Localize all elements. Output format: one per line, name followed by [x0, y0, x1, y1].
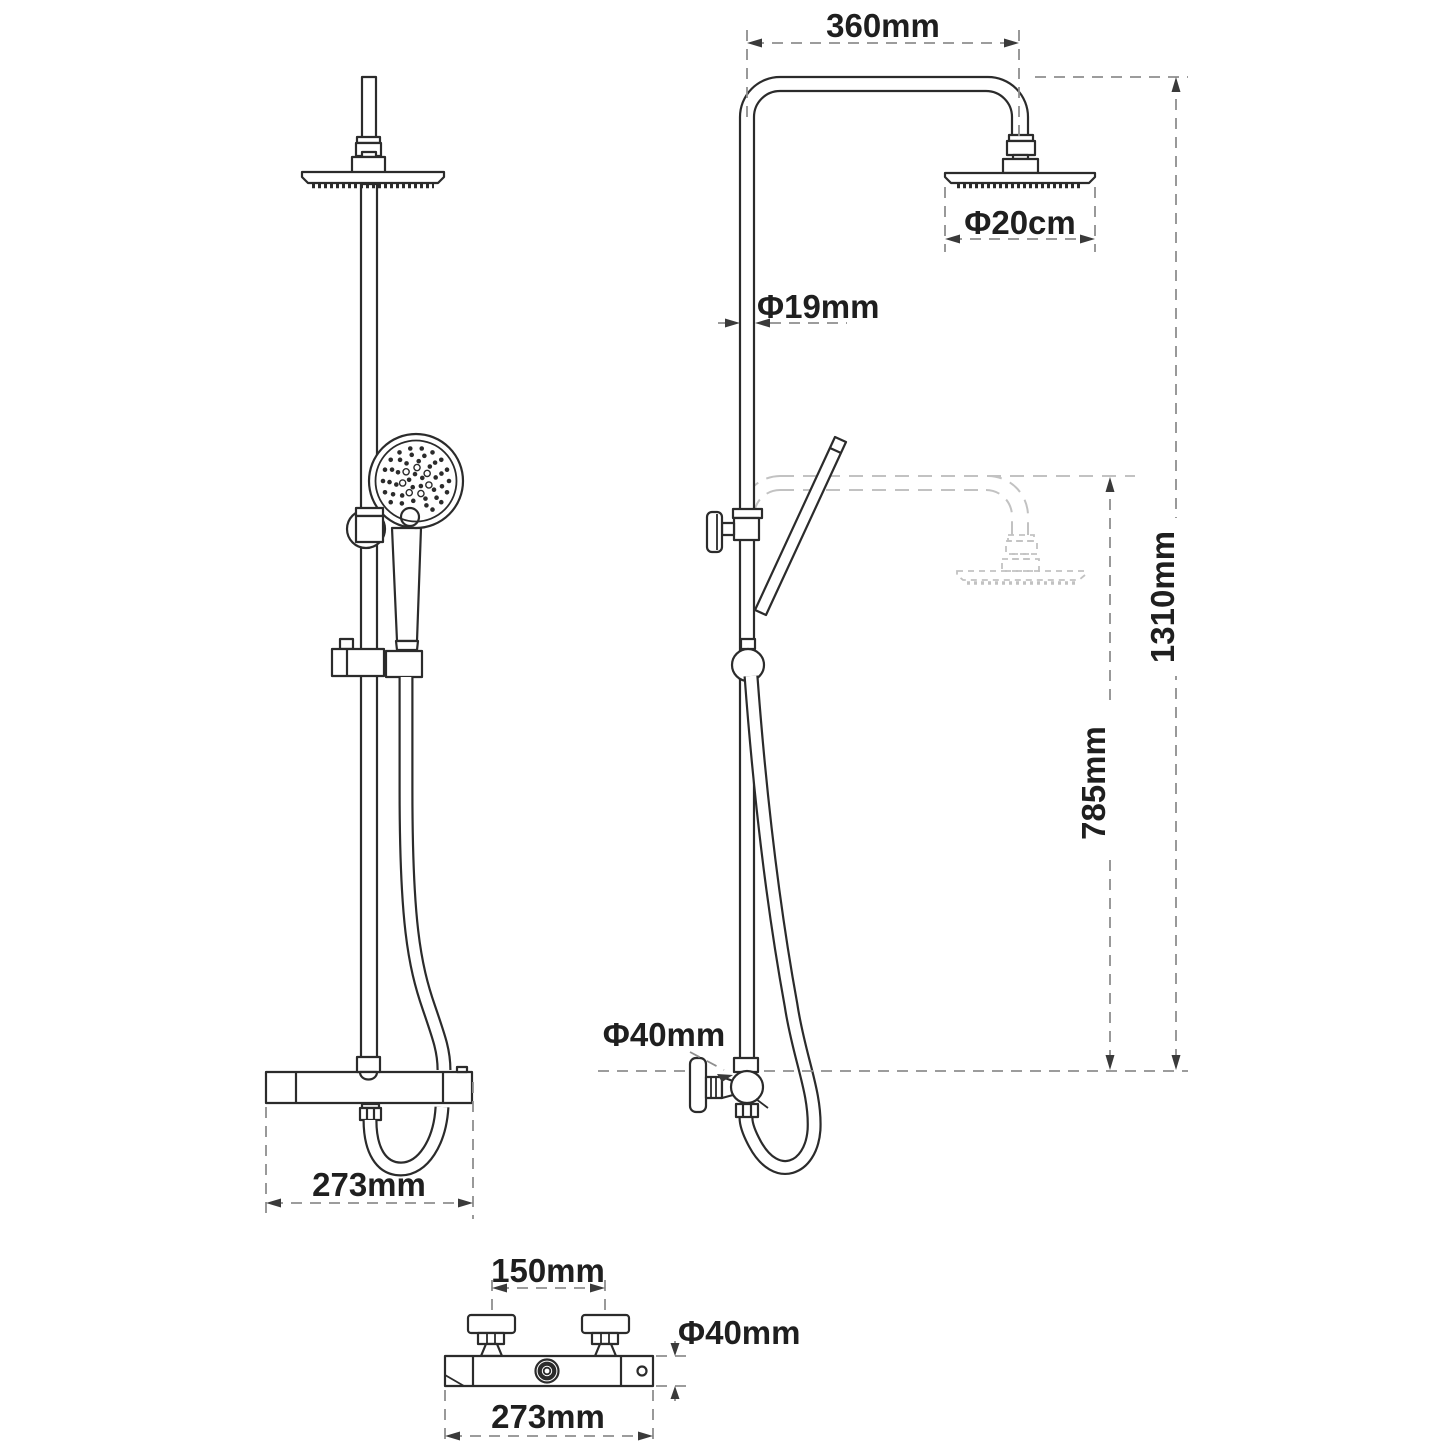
side-valve-body	[729, 1069, 765, 1105]
side-holder-body	[732, 516, 761, 542]
front-holder-body	[354, 514, 385, 544]
side-valve-fitting	[732, 1056, 760, 1074]
front-holder-cap	[354, 506, 385, 518]
plan-valve-dividers	[471, 1356, 623, 1386]
plan-handle-right-nut	[590, 1331, 620, 1346]
side-riser-pipe	[738, 75, 1030, 1058]
hand-shower-hose-nut	[394, 639, 420, 652]
spray-dots	[380, 446, 452, 512]
side-holder-stem	[720, 521, 736, 537]
front-valve-width-label: 273mm	[312, 1166, 426, 1203]
side-hand-shower-wand	[753, 435, 848, 617]
front-riser-fitting	[355, 1055, 382, 1074]
side-holder-cap	[731, 507, 764, 520]
plan-right-port	[636, 1365, 648, 1377]
plan-center-port-ring	[537, 1361, 557, 1381]
side-valve-knob-nut	[704, 1075, 724, 1100]
side-dims: 360mm 1310mm 785mm Φ20cm Φ19mm	[598, 7, 1188, 1109]
front-clamp-knob	[338, 637, 355, 651]
side-shower-plate	[943, 171, 1097, 185]
side-outlet-nut	[734, 1102, 760, 1119]
pipe-diameter-label: Φ19mm	[757, 288, 879, 325]
plan-valve-width-label: 273mm	[491, 1398, 605, 1435]
side-knob-knurl	[710, 1077, 717, 1098]
front-view: 273mm	[264, 75, 474, 1219]
side-head-nut	[1005, 139, 1037, 157]
plan-valve-body	[443, 1354, 655, 1388]
front-valve-button	[455, 1065, 469, 1074]
front-dim-273: 273mm	[265, 1082, 474, 1219]
side-outlet-facets	[741, 1104, 753, 1117]
plan-dim-150: 150mm	[491, 1252, 606, 1312]
plan-view: 150mm Φ40mm 273mm	[443, 1252, 800, 1443]
front-hose	[398, 677, 452, 1071]
handle-spacing-label: 150mm	[491, 1252, 605, 1289]
lower-height-label: 785mm	[1075, 726, 1112, 840]
hand-shower-head	[367, 432, 465, 530]
total-height-label: 1310mm	[1144, 531, 1181, 663]
front-clamp-body	[330, 647, 386, 678]
front-valve-dividers	[294, 1072, 445, 1103]
plan-valve-diameter-label: Φ40mm	[678, 1314, 800, 1351]
front-outlet-facets	[365, 1108, 376, 1120]
front-shower-plate	[300, 170, 446, 185]
side-hose	[738, 675, 822, 1175]
front-head-cup	[350, 155, 387, 175]
plan-center-port-socket	[542, 1366, 552, 1376]
front-hose-loop	[362, 1106, 450, 1177]
plan-valve-chamfer	[444, 1374, 465, 1387]
head-diameter-label: Φ20cm	[964, 204, 1076, 241]
side-clamp-ball	[730, 647, 766, 683]
plan-left-knurl	[486, 1333, 496, 1344]
plan-right-knurl	[600, 1333, 610, 1344]
side-valve-knob	[688, 1056, 708, 1114]
plan-handle-left-stem	[479, 1342, 504, 1358]
hand-shower-handle	[390, 526, 423, 643]
side-valve-diameter-label: Φ40mm	[603, 1016, 725, 1053]
plan-dim-40: Φ40mm	[656, 1314, 800, 1402]
side-holder-knob	[705, 510, 724, 554]
plan-center-port-outer	[534, 1358, 560, 1384]
plan-handle-right-stem	[593, 1342, 618, 1358]
arm-width-label: 360mm	[826, 7, 940, 44]
plan-dim-273: 273mm	[444, 1390, 654, 1443]
side-head-cup	[1001, 157, 1040, 175]
hand-shower-mode-button	[399, 506, 421, 528]
side-clamp-knob	[739, 637, 757, 651]
front-outlet-nut	[358, 1106, 383, 1122]
hand-shower-face	[374, 439, 458, 523]
front-rail-pipe	[359, 182, 379, 1060]
front-riser-dome	[358, 1070, 379, 1081]
plan-handle-left	[466, 1313, 517, 1335]
front-upper-pipe	[360, 75, 378, 140]
plan-handle-left-nut	[476, 1331, 506, 1346]
plan-handle-right	[580, 1313, 631, 1335]
side-wand-cap	[829, 446, 842, 455]
front-clamp-cradle	[384, 649, 424, 679]
side-view: 360mm 1310mm 785mm Φ20cm Φ19mm	[598, 7, 1188, 1175]
